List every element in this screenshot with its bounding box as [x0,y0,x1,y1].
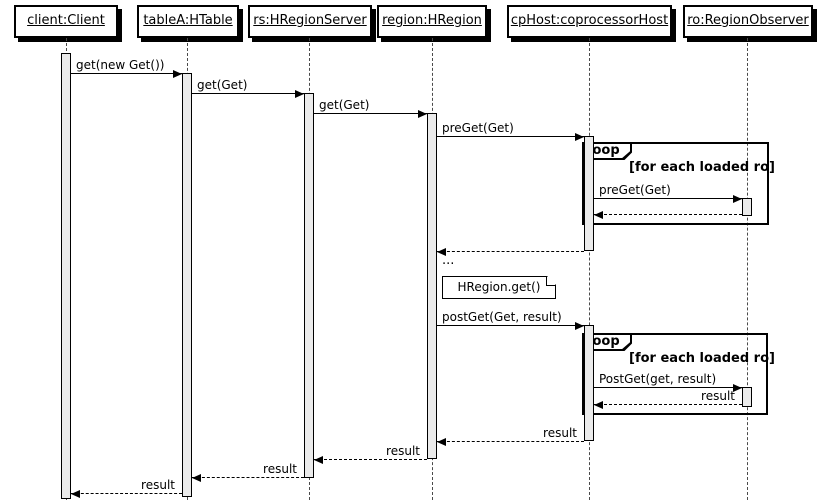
activation-client [61,53,71,499]
return-result-tablea-client: result [71,478,182,498]
message-postget-loop: PostGet(get, result) [594,372,742,392]
message-label: result [263,462,297,476]
loop-keyword-label: loop [584,335,630,349]
loop-keyword-tab: loop [582,333,632,351]
message-label: preGet(Get) [599,183,671,197]
note-fold-icon [546,277,555,286]
loop-fragment-1: loop [582,142,769,225]
arrow-head [594,211,603,219]
loop-keyword-label: loop [584,144,630,158]
activation-tablea [182,73,192,497]
participant-label: tableA:HTable [143,13,233,28]
arrow-head [173,70,182,78]
arrow-head [575,133,584,141]
arrow-head [437,248,446,256]
lifeline-cphost [589,38,590,500]
message-get-1: get(Get) [192,78,304,98]
participant-region: region:HRegion [377,5,487,38]
return-result-cphost-region: result [437,426,584,446]
loop-condition: [for each loaded ro] [629,160,775,175]
message-label: postGet(Get, result) [442,310,562,324]
message-label: preGet(Get) [442,121,514,135]
participant-label: cpHost:coprocessorHost [510,13,669,28]
participant-label: ro:RegionObserver [687,13,809,28]
participant-label: rs:HRegionServer [253,13,367,28]
activation-rs [304,93,314,478]
arrow-head [192,474,201,482]
message-label: result [141,478,175,492]
participant-rs: rs:HRegionServer [248,5,372,38]
loop-keyword-tab: loop [582,142,632,160]
message-label: result [386,444,420,458]
lifeline-ro [747,38,748,500]
loop-condition: [for each loaded ro] [629,351,775,366]
ellipsis-label: ... [442,253,455,268]
message-postget: postGet(Get, result) [437,310,584,330]
return-result-region-rs: result [314,444,427,464]
participant-client: client:Client [14,5,118,38]
return-preget-loop [594,211,742,219]
note-text: HRegion.get() [457,280,541,294]
arrow-head [437,438,446,446]
message-get-2: get(Get) [314,98,427,118]
participant-tablea: tableA:HTable [137,5,239,38]
message-label: result [543,426,577,440]
activation-ro-1 [742,198,752,216]
message-preget: preGet(Get) [437,121,584,141]
arrow-head [71,490,80,498]
arrow-head [418,110,427,118]
arrow-head [575,322,584,330]
message-label: get(Get) [197,78,248,92]
return-preget [437,248,584,256]
loop-fragment-2: loop [582,333,768,415]
arrow-head [733,384,742,392]
activation-ro-2 [742,387,752,407]
message-label: PostGet(get, result) [599,372,717,386]
arrow-head [295,90,304,98]
message-label: get(new Get()) [76,58,165,72]
arrow-head [733,195,742,203]
activation-cphost-1 [584,136,594,251]
participant-label: region:HRegion [382,13,482,28]
note-hregion-get: HRegion.get() [442,276,556,299]
participant-label: client:Client [27,13,105,28]
message-preget-loop: preGet(Get) [594,183,742,203]
message-label: result [701,389,735,403]
participant-ro: ro:RegionObserver [683,5,813,38]
activation-cphost-2 [584,325,594,441]
arrow-head [314,456,323,464]
message-label: get(Get) [319,98,370,112]
return-result-rs-tablea: result [192,462,304,482]
arrow-head [594,401,603,409]
activation-region [427,113,437,459]
participant-cphost: cpHost:coprocessorHost [507,5,672,38]
return-result-loop: result [594,389,742,409]
message-get-new-get: get(new Get()) [71,58,182,78]
